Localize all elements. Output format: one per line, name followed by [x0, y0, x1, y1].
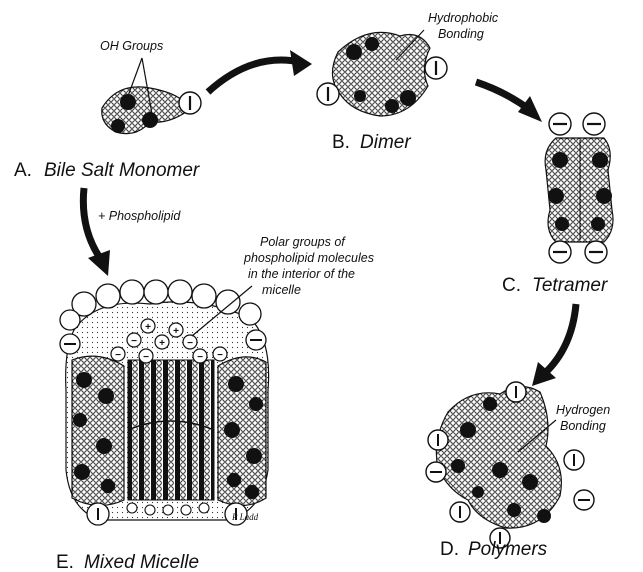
- dimer-molecule: [317, 32, 447, 116]
- micelle-letter: E.: [56, 552, 74, 572]
- phospholipid-bilayer: [128, 360, 214, 500]
- oh-group-dot: [111, 119, 125, 133]
- polymers-letter: D.: [440, 539, 459, 560]
- polar-label-2: phospholipid molecules: [243, 251, 374, 265]
- mixed-micelle: ++− +−− −−−: [60, 280, 269, 525]
- polymers-title: Polymers: [468, 539, 548, 560]
- svg-text:−: −: [217, 350, 223, 361]
- tetramer-molecule: [545, 113, 613, 263]
- phospholipid-label: + Phospholipid: [98, 209, 181, 223]
- svg-text:−: −: [197, 352, 203, 363]
- polar-label-3: in the interior of the: [248, 267, 355, 281]
- hydrogen-label-2: Bonding: [560, 419, 606, 433]
- arrowhead-icon: [290, 50, 312, 76]
- anion-head-icon: [506, 382, 526, 402]
- tetramer-letter: C.: [502, 275, 521, 296]
- micelle-title: Mixed Micelle: [84, 552, 199, 572]
- arrow-monomer-to-dimer: [208, 60, 300, 92]
- hydrophobic-label-2: Bonding: [438, 27, 484, 41]
- hydrogen-label-1: Hydrogen: [556, 403, 610, 417]
- svg-text:−: −: [143, 352, 149, 363]
- anion-head-icon: [564, 450, 584, 470]
- anion-head-icon: [428, 430, 448, 450]
- oh-group-dot: [120, 94, 136, 110]
- svg-text:+: +: [145, 322, 151, 333]
- tetramer-title: Tetramer: [532, 275, 608, 296]
- anion-head-icon: [450, 502, 470, 522]
- anion-head-icon: [426, 462, 446, 482]
- oh-group-dot: [142, 112, 158, 128]
- anion-head-icon: [585, 241, 607, 263]
- oh-groups-label: OH Groups: [100, 39, 163, 53]
- anion-head-icon: [574, 490, 594, 510]
- svg-text:−: −: [131, 336, 137, 347]
- monomer-title: Bile Salt Monomer: [44, 160, 200, 181]
- dimer-letter: B.: [332, 132, 350, 153]
- svg-text:−: −: [187, 338, 193, 349]
- svg-text:+: +: [173, 326, 179, 337]
- anion-head-icon: [549, 241, 571, 263]
- anion-head-icon: [583, 113, 605, 135]
- monomer-letter: A.: [14, 160, 32, 181]
- anion-head-icon: [549, 113, 571, 135]
- anion-head-icon: [317, 83, 339, 105]
- arrow-monomer-to-micelle: [83, 188, 100, 258]
- hydrophobic-label-1: Hydrophobic: [428, 11, 499, 25]
- artist-signature: P Ladd: [231, 512, 259, 522]
- polar-label-4: micelle: [262, 283, 301, 297]
- arrow-dimer-to-tetramer: [476, 82, 530, 110]
- arrow-tetramer-to-polymers: [544, 304, 576, 374]
- svg-text:−: −: [115, 350, 121, 361]
- dimer-title: Dimer: [360, 132, 411, 153]
- anion-head-icon: [425, 57, 447, 79]
- anion-head-icon: [179, 92, 201, 114]
- svg-text:+: +: [159, 338, 165, 349]
- polar-label-1: Polar groups of: [260, 235, 346, 249]
